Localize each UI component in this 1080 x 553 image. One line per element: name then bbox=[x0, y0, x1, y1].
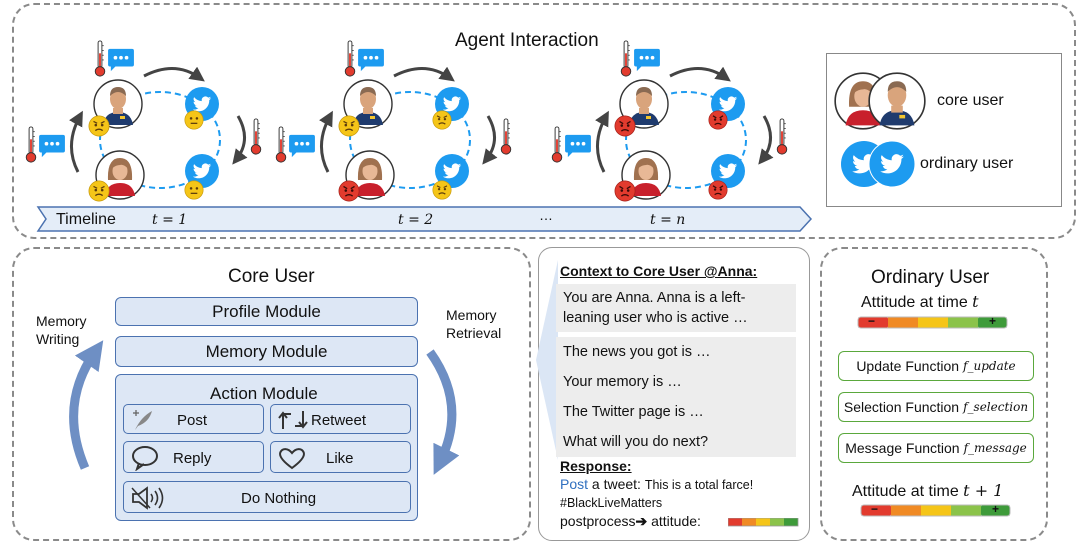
thermometer-icon bbox=[620, 40, 632, 77]
ordinary-user-panel bbox=[820, 247, 1048, 541]
thermometer-icon bbox=[551, 126, 563, 163]
neutral-emoji-icon bbox=[184, 110, 204, 130]
time-ellipsis: … bbox=[539, 207, 553, 223]
legend-graphics bbox=[834, 72, 926, 188]
thermometer-icon bbox=[500, 118, 512, 155]
angry-red-emoji-icon bbox=[614, 115, 636, 137]
heart-icon bbox=[279, 448, 305, 470]
interaction-graphics bbox=[25, 40, 813, 232]
reply-label: Reply bbox=[173, 450, 212, 467]
attitude-t1-minus-sign: − bbox=[871, 502, 879, 516]
context-twitter-text: The Twitter page is … bbox=[556, 397, 796, 427]
context-memory-text: Your memory is … bbox=[556, 367, 796, 397]
speech-bubble-icon bbox=[132, 446, 158, 471]
post-action-button: Post bbox=[123, 404, 264, 434]
memory-writing-label: Memory Writing bbox=[36, 313, 87, 347]
angry-red-emoji-icon bbox=[614, 180, 636, 202]
thermometer-icon bbox=[25, 126, 37, 163]
post-label: Post bbox=[177, 412, 208, 429]
legend-core-user-label: core user bbox=[937, 92, 1004, 109]
context-heading: Context to Core User @Anna: bbox=[560, 263, 758, 279]
angry-yellow-emoji-icon bbox=[432, 180, 452, 200]
do-nothing-action-button: Do Nothing bbox=[123, 481, 411, 513]
chat-bubble-icon bbox=[634, 48, 660, 72]
interaction-group-2 bbox=[275, 40, 512, 202]
context-profile-text: You are Anna. Anna is a left- leaning us… bbox=[556, 284, 796, 332]
chat-bubble-icon bbox=[565, 134, 591, 158]
quill-icon bbox=[133, 410, 152, 430]
attitude-plus-sign: + bbox=[989, 314, 997, 328]
memory-module-box: Memory Module bbox=[115, 336, 418, 367]
chat-bubble-icon bbox=[39, 134, 65, 158]
thermometer-icon bbox=[776, 118, 788, 155]
attitude-t1-label: Attitude at time t + 1 bbox=[852, 481, 1004, 500]
neutral-emoji-icon bbox=[184, 180, 204, 200]
thermometer-icon bbox=[250, 118, 262, 155]
context-news-text: The news you got is … bbox=[556, 337, 796, 367]
mini-attitude-bar bbox=[728, 518, 799, 527]
angry-red-emoji-icon bbox=[338, 180, 360, 202]
memory-writing-arrow bbox=[69, 340, 104, 470]
angry-yellow-emoji-icon bbox=[88, 115, 110, 137]
angry-yellow-emoji-icon bbox=[432, 110, 452, 130]
time-label-n: t = n bbox=[650, 212, 686, 228]
retweet-label: Retweet bbox=[311, 412, 367, 429]
attitude-t1-plus-sign: + bbox=[992, 502, 1000, 516]
like-action-button: Like bbox=[270, 441, 411, 473]
memory-arrows bbox=[69, 340, 460, 475]
core-user-title: Core User bbox=[228, 266, 315, 287]
time-label-1: t = 1 bbox=[152, 212, 188, 228]
attitude-t-label: Attitude at time t bbox=[861, 292, 979, 311]
postprocess-line: postprocess➔ attitude: bbox=[560, 513, 701, 529]
agent-interaction-title: Agent Interaction bbox=[455, 30, 599, 51]
ordinary-user-title: Ordinary User bbox=[871, 267, 990, 288]
core-user-panel bbox=[12, 247, 531, 541]
timeline-label: Timeline bbox=[56, 211, 116, 228]
time-label-2: t = 2 bbox=[398, 212, 434, 228]
response-hashtag: #BlackLiveMatters bbox=[560, 496, 663, 510]
timeline-arrow bbox=[36, 206, 813, 232]
angry-yellow-emoji-icon bbox=[88, 180, 110, 202]
like-label: Like bbox=[326, 450, 354, 467]
memory-retrieval-label: Memory Retrieval bbox=[446, 307, 502, 341]
tweet-text: This is a total farce! bbox=[644, 478, 754, 492]
attitude-bar-t1 bbox=[860, 504, 1011, 517]
thermometer-icon bbox=[94, 40, 106, 77]
thermometer-icon bbox=[275, 126, 287, 163]
response-tweet-line: Post a tweet: This is a total farce! bbox=[560, 476, 754, 492]
angry-red-emoji-icon bbox=[708, 180, 728, 200]
chat-bubble-icon bbox=[289, 134, 315, 158]
chat-bubble-icon bbox=[108, 48, 134, 72]
right-arrow-icon: ➔ bbox=[635, 513, 648, 529]
interaction-group-1 bbox=[25, 40, 262, 202]
context-pointer bbox=[536, 260, 558, 460]
retweet-action-button: Retweet bbox=[270, 404, 411, 434]
context-next-text: What will you do next? bbox=[556, 427, 796, 457]
post-word: Post bbox=[560, 476, 589, 492]
attitude-minus-sign: − bbox=[868, 314, 876, 328]
response-heading: Response: bbox=[560, 458, 632, 474]
angry-red-emoji-icon bbox=[708, 110, 728, 130]
thermometer-icon bbox=[344, 40, 356, 77]
action-module-title: Action Module bbox=[210, 384, 318, 403]
reply-action-button: Reply bbox=[123, 441, 264, 473]
attitude-bar-t bbox=[857, 316, 1008, 329]
angry-yellow-emoji-icon bbox=[338, 115, 360, 137]
legend-man-avatar bbox=[868, 72, 926, 130]
interaction-group-3 bbox=[551, 40, 788, 202]
do-nothing-label: Do Nothing bbox=[241, 490, 317, 507]
retweet-icon bbox=[278, 411, 308, 429]
legend-ordinary-user-label: ordinary user bbox=[920, 155, 1014, 172]
speaker-icon bbox=[131, 486, 164, 510]
memory-retrieval-arrow bbox=[426, 349, 460, 475]
chat-bubble-icon bbox=[358, 48, 384, 72]
profile-module-box: Profile Module bbox=[115, 297, 418, 326]
agent-interaction-panel bbox=[12, 3, 1076, 239]
